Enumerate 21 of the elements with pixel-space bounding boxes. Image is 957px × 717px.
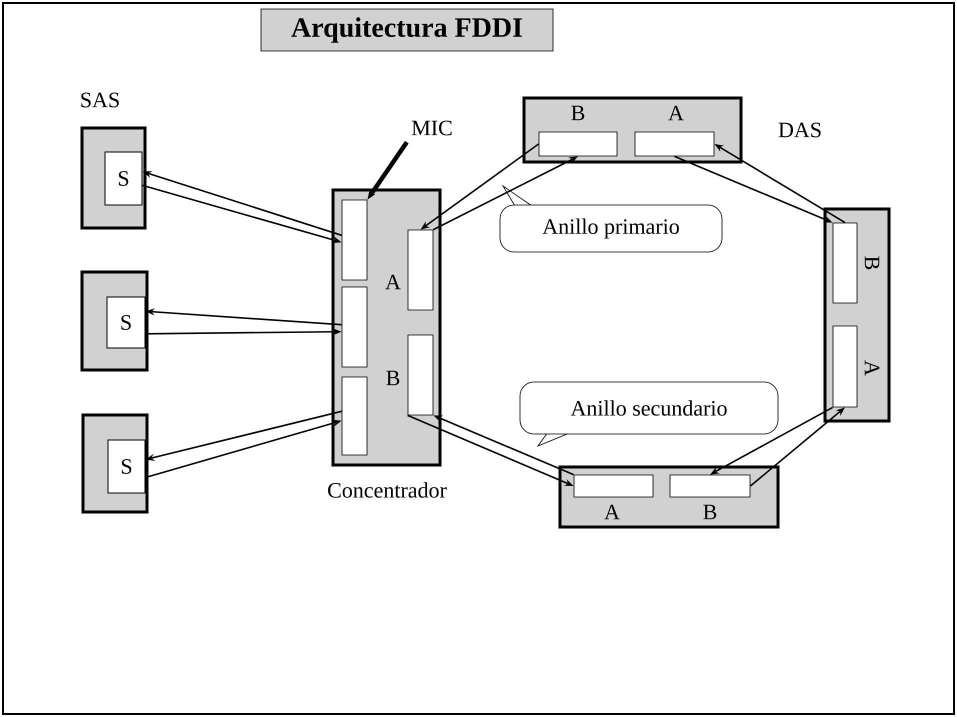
group-label: Concentrador — [328, 482, 447, 498]
port-letter: B — [571, 106, 584, 120]
station-box: S — [104, 152, 142, 206]
port-letter: A — [604, 504, 620, 520]
speech-bubble: Anillo secundario — [520, 382, 778, 447]
station-box: S — [106, 296, 146, 348]
speech-bubble: Anillo primario — [500, 184, 722, 252]
group-label: SAS — [81, 92, 119, 108]
port-letter: B — [864, 256, 880, 270]
group-label: DAS — [778, 122, 821, 138]
port-letter: A — [864, 360, 880, 376]
port-letter: B — [386, 370, 400, 386]
port-box — [342, 376, 368, 456]
title-box: Arquitectura FDDI — [260, 8, 554, 52]
port-box — [342, 200, 368, 280]
callout-text: MIC — [412, 120, 452, 136]
port-letter: A — [385, 274, 401, 290]
port-box — [342, 286, 368, 368]
port-letter: A — [668, 106, 684, 120]
station-box: S — [108, 440, 146, 494]
port-letter: B — [703, 504, 716, 520]
